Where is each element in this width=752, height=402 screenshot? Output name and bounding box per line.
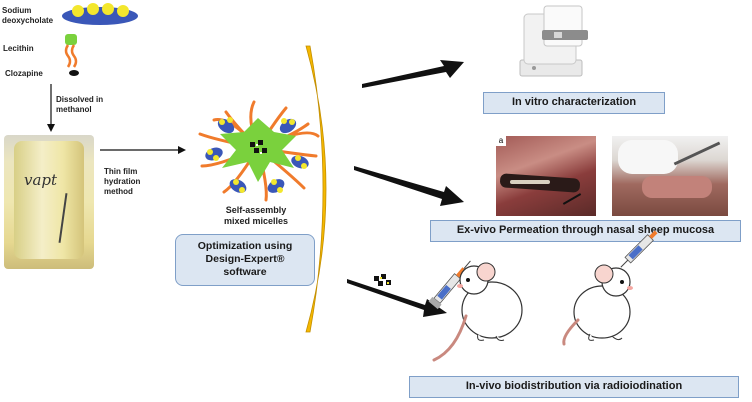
arrow-to-ex-vivo [354,166,464,206]
micelle-icon [198,100,320,202]
mouse-intranasal-icon [428,260,523,362]
in-vivo-box: In-vivo biodistribution via radioiodinat… [409,376,739,398]
arrow-to-in-vivo [347,279,447,317]
optimization-box: Optimization using Design-Expert® softwa… [175,234,315,286]
sheep-head-photo-b [612,136,728,216]
arrow-to-in-vitro [362,60,464,88]
clozapine-icon [69,70,79,76]
optimization-label: Optimization using Design-Expert® softwa… [197,240,293,278]
micelle-caption: Self-assembly mixed micelles [223,205,289,226]
in-vitro-box: In vitro characterization [483,92,665,114]
instrument-photo [519,5,588,77]
lecithin-icon [64,34,78,68]
sheep-head-photo-a: a [496,136,596,216]
radiolabelled-drug-icon [374,274,391,286]
yellow-bracket [305,45,327,333]
in-vitro-label: In vitro characterization [511,96,637,108]
down-arrow [47,84,55,132]
thin-film-label: Thin film hydration method [104,167,141,196]
clozapine-label: Clozapine [5,69,43,78]
dissolved-label: Dissolved in methanol [56,95,104,114]
photo-marker: a [496,136,506,146]
in-vivo-label: In-vivo biodistribution via radioiodinat… [465,380,683,392]
flask-photo: vapt [4,135,94,269]
ex-vivo-label: Ex-vivo Permeation through nasal sheep m… [456,224,715,236]
thin-film-arrow [100,146,186,154]
ex-vivo-box: Ex-vivo Permeation through nasal sheep m… [430,220,741,242]
sodium-deoxycholate-icon [62,3,138,25]
lecithin-label: Lecithin [3,44,34,53]
mouse-injection-icon [562,230,658,346]
sodium-deoxycholate-label: Sodium deoxycholate [2,6,54,25]
